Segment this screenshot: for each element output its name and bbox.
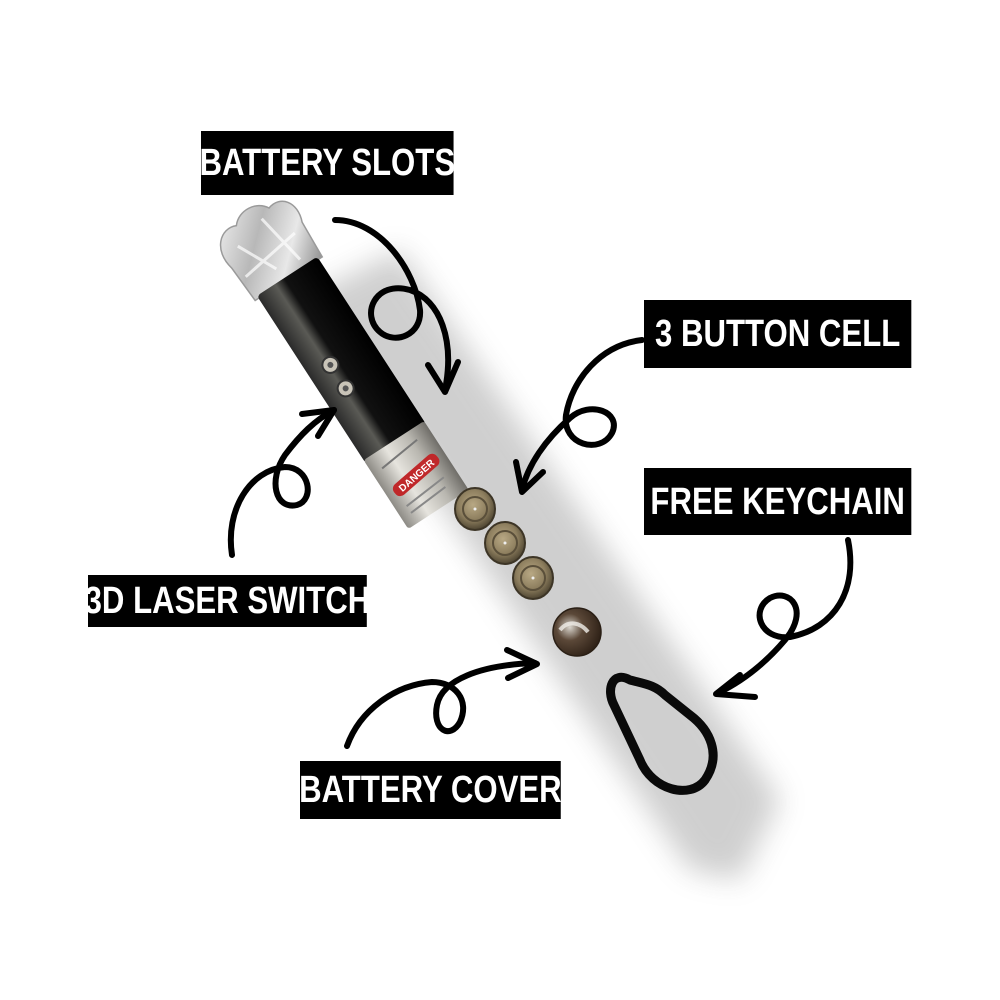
arrow-free-keychain (715, 537, 854, 696)
label-laser-switch-text: 3D LASER SWITCH (84, 580, 371, 622)
button-cell-2 (484, 521, 526, 565)
arrowhead-free-keychain (713, 672, 758, 700)
arrowhead-battery-slots (425, 359, 461, 395)
arrowhead-laser-switch (299, 407, 337, 439)
label-button-cell: 3 BUTTON CELL (644, 300, 912, 368)
laser-pointer: DANGER (219, 200, 468, 528)
label-battery-slots-text: BATTERY SLOTS (199, 142, 456, 184)
arrow-battery-cover (344, 660, 538, 749)
arrowhead-button-cell (513, 459, 546, 495)
pointer-body (258, 258, 425, 463)
crystal-head (219, 200, 324, 302)
arrow-laser-switch (227, 407, 337, 558)
label-battery-cover: BATTERY COVER (299, 761, 562, 819)
keychain (606, 673, 718, 795)
label-free-keychain-text: FREE KEYCHAIN (650, 480, 905, 523)
label-battery-cover-text: BATTERY COVER (299, 769, 562, 811)
label-button-cell-text: 3 BUTTON CELL (655, 313, 901, 355)
button-cell-3 (512, 556, 554, 600)
label-free-keychain: FREE KEYCHAIN (644, 468, 912, 535)
laser-switch-buttons (321, 355, 355, 398)
arrow-battery-slots (332, 217, 451, 393)
label-battery-slots: BATTERY SLOTS (199, 131, 456, 195)
label-3d-laser-switch: 3D LASER SWITCH (85, 575, 370, 627)
button-cell-1 (454, 487, 496, 531)
arrowhead-battery-cover (504, 647, 540, 681)
battery-cover (552, 607, 602, 657)
arrow-button-cell (519, 337, 645, 493)
button-cells (454, 487, 554, 600)
danger-sticker (392, 453, 440, 497)
